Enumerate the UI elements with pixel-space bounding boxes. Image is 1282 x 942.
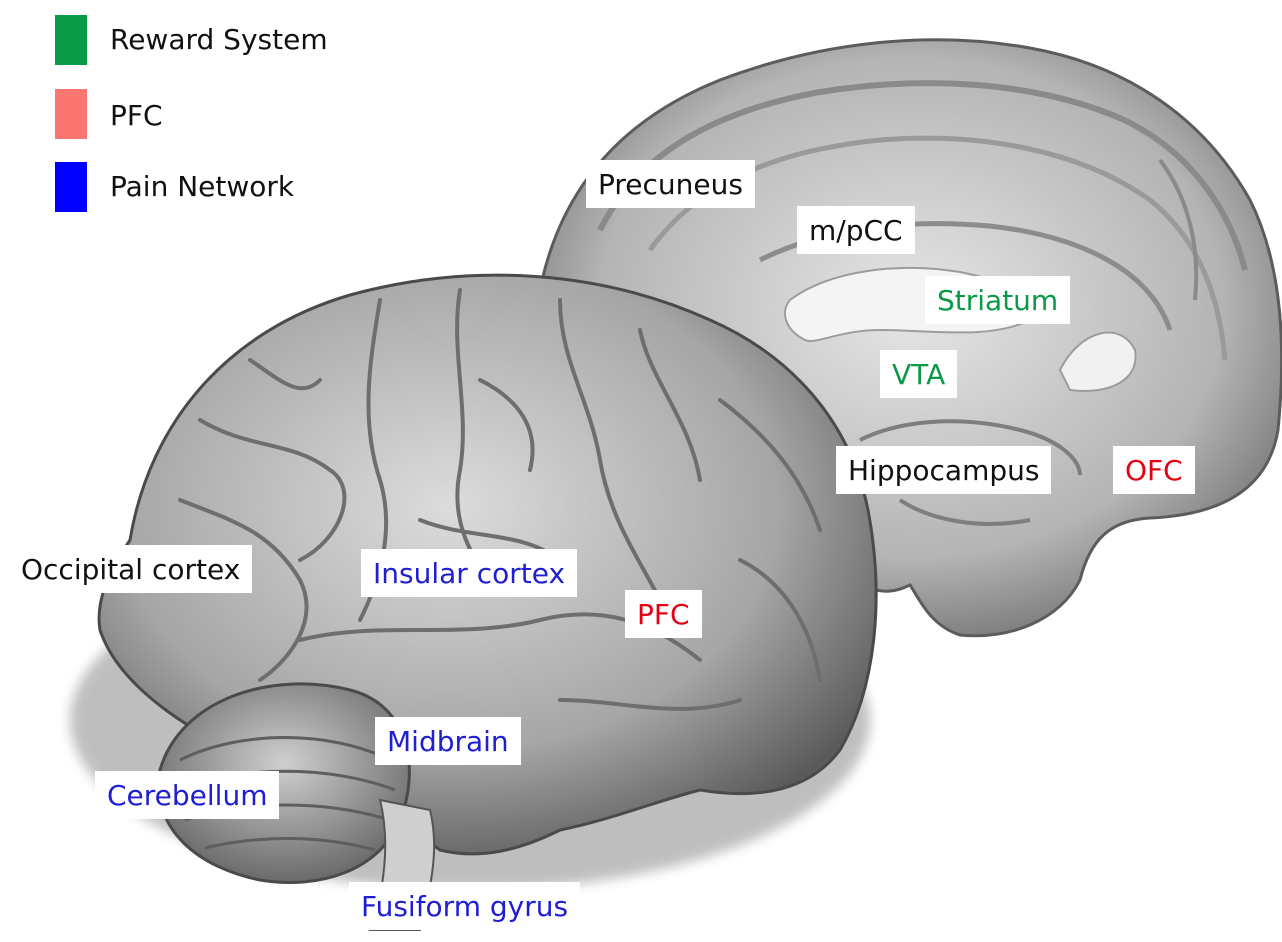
legend-swatch-pain: [55, 162, 87, 212]
label-pfc: PFC: [625, 590, 702, 638]
label-ofc: OFC: [1113, 446, 1195, 494]
label-occipital-cortex: Occipital cortex: [9, 545, 252, 593]
label-mpcc: m/pCC: [797, 206, 915, 254]
legend-label-reward: Reward System: [110, 23, 328, 57]
legend-label-pfc: PFC: [110, 99, 163, 133]
legend-swatch-reward: [55, 15, 87, 65]
label-midbrain: Midbrain: [375, 717, 521, 765]
label-precuneus: Precuneus: [586, 160, 755, 208]
label-striatum: Striatum: [925, 276, 1070, 324]
label-fusiform-gyrus: Fusiform gyrus: [349, 882, 580, 930]
label-insular-cortex: Insular cortex: [361, 549, 577, 597]
legend-label-pain: Pain Network: [110, 170, 294, 204]
legend-swatch-pfc: [55, 89, 87, 139]
label-hippocampus: Hippocampus: [836, 446, 1051, 494]
label-vta: VTA: [880, 350, 957, 398]
label-cerebellum: Cerebellum: [95, 771, 279, 819]
